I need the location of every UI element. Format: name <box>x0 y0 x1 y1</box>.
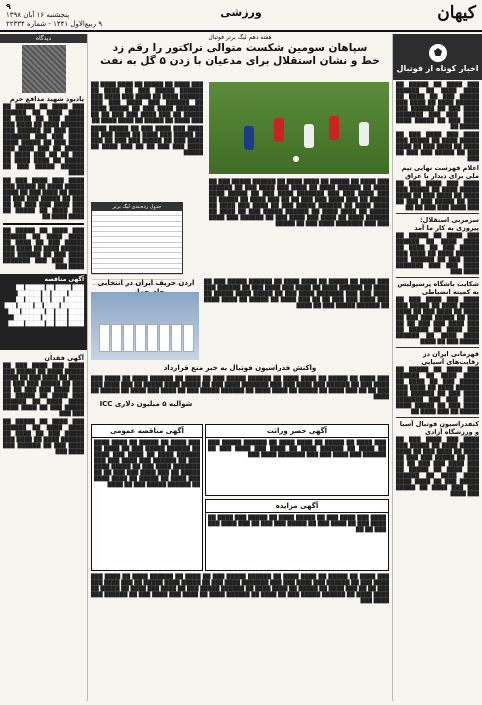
story-4-title: شوالیه ۵ میلیون دلاری ICC <box>99 400 193 408</box>
divider <box>396 417 479 418</box>
headline-1: سپاهان سومین شکست متوالی تراکتور را رقم … <box>112 42 368 54</box>
ad-2-title: آگهی مزایده <box>206 500 388 513</box>
newspaper-logo: کیهان <box>437 3 476 23</box>
portrait-image <box>21 45 66 93</box>
page-name: ورزشی <box>220 6 262 19</box>
match-photo <box>209 82 389 174</box>
ad-box-2: آگهی مزایده ████ ███ ████ ███ ██ █████ █… <box>205 499 389 571</box>
ad-3-title: آگهی مناقصه عمومی <box>92 425 202 438</box>
right-text-4: ████ ███ ████ ███ ██ █████ ████ ██ █████… <box>396 297 479 345</box>
black-notice-box: آگهی مناقصه ███ ████ ██ █████ ██ ████ ██… <box>0 274 87 350</box>
story-3-title: واکنش فدراسیون فوتبال به خبر منع قرارداد <box>163 364 317 372</box>
league-table-title: جدول رده‌بندی لیگ برتر <box>92 203 182 211</box>
right-text-3: ███ ████ ██ █████ ██ ████ ████ ██ ██████… <box>396 233 479 275</box>
ad-1-title: آگهی حصر وراثت <box>206 425 388 438</box>
story-2-text: ███ ████ ██ █████ ██ ████ ████ ██ ██████… <box>204 279 389 309</box>
ad-box-1: آگهی حصر وراثت ███ ████ ██ █████ ██ ████… <box>205 424 389 496</box>
ad-box-3: آگهی مناقصه عمومی ███ ████ ██ █████ ██ █… <box>91 424 203 571</box>
right-text-5: ███ ████ ██ █████ ██ ████ ████ ██ ██████… <box>396 367 479 415</box>
league-table: جدول رده‌بندی لیگ برتر <box>91 202 183 286</box>
story-3-text: ███ ████ ██ █████ ██ ████ ████ ██ ██████… <box>91 376 389 400</box>
right-text-1: ███ ████ ██ █████ ██ ████ ████ ██ ██████… <box>396 82 479 162</box>
divider <box>3 223 84 225</box>
divider <box>396 347 479 348</box>
divider <box>396 213 479 214</box>
left-column: دیدگاه یادبود شهید مدافع حرم ███ ████ ██… <box>0 34 88 701</box>
page-header: کیهان ورزشی ۹ پنجشنبه ۱۶ آبان ۱۳۹۸ ۹ ربی… <box>0 0 482 32</box>
kicker: هفته دهم لیگ برتر فوتبال <box>208 34 272 41</box>
right-box-2-title: سرمربی استقلال: پیروزی به کار ما آمد <box>414 216 479 232</box>
sports-brand-box: اخبار کوتاه از فوتبال <box>393 34 482 80</box>
main-story-text-2: ███ ████ ██ █████ ██ ████ ████ ██ ██████… <box>209 179 389 227</box>
black-notice-title: آگهی مناقصه <box>44 276 84 283</box>
left-text-2: ███ ████ ██ █████ ██ ████ ████ ██ ██████… <box>3 228 84 270</box>
left-notice-title: آگهی فقدان <box>44 354 84 362</box>
right-text-6: ████ ███ ████ ███ ██ █████ ████ ██ █████… <box>396 437 479 497</box>
right-box-1-title: اعلام فهرست نهایی تیم ملی برای دیدار با … <box>401 164 479 180</box>
date-line-2: ۹ ربیع‌الاول ۱۴۴۱ - شماره ۲۲۳۳۴ <box>6 20 102 28</box>
brand-title: اخبار کوتاه از فوتبال <box>396 63 479 73</box>
date-line-1: پنجشنبه ۱۶ آبان ۱۳۹۸ <box>6 11 70 19</box>
left-text-1: ███ ████ ██ █████ ██ ████ ████ ██ ██████… <box>2 104 84 220</box>
date-block: ۹ پنجشنبه ۱۶ آبان ۱۳۹۸ ۹ ربیع‌الاول ۱۴۴۱… <box>6 2 131 29</box>
team-photo <box>91 292 199 360</box>
headline-2: خط و نشان استقلال برای مدعیان با زدن ۵ گ… <box>100 55 380 67</box>
right-column: اخبار کوتاه از فوتبال ███ ████ ██ █████ … <box>392 34 482 701</box>
page-number: ۹ <box>6 2 11 11</box>
right-box-3-title: شکایت باشگاه پرسپولیس به کمیته انضباطی <box>397 280 479 296</box>
left-caption: یادبود شهید مدافع حرم <box>9 95 84 103</box>
main-story-text: ███ ████ ██ █████ ██ ████ ████ ██ ██████… <box>91 82 203 156</box>
right-text-2: ████ ███ ████ ███ ██ █████ ████ ██ █████… <box>396 181 479 211</box>
main-area: هفته دهم لیگ برتر فوتبال سپاهان سومین شک… <box>91 34 389 701</box>
divider <box>396 277 479 278</box>
bottom-text: ███ ████ ██ █████ ██ ████ ████ ██ ██████… <box>91 574 389 604</box>
right-box-4-title: قهرمانی ایران در رقابت‌های آسیایی <box>421 350 479 366</box>
left-text-3: ████ ███ ████ ███ ██ █████ ████ ██ █████… <box>2 363 84 455</box>
right-box-5-title: کنفدراسیون فوتبال آسیا و ورزشگاه آزادی <box>399 420 479 436</box>
left-section-title: دیدگاه <box>0 34 87 43</box>
football-icon <box>428 43 447 62</box>
